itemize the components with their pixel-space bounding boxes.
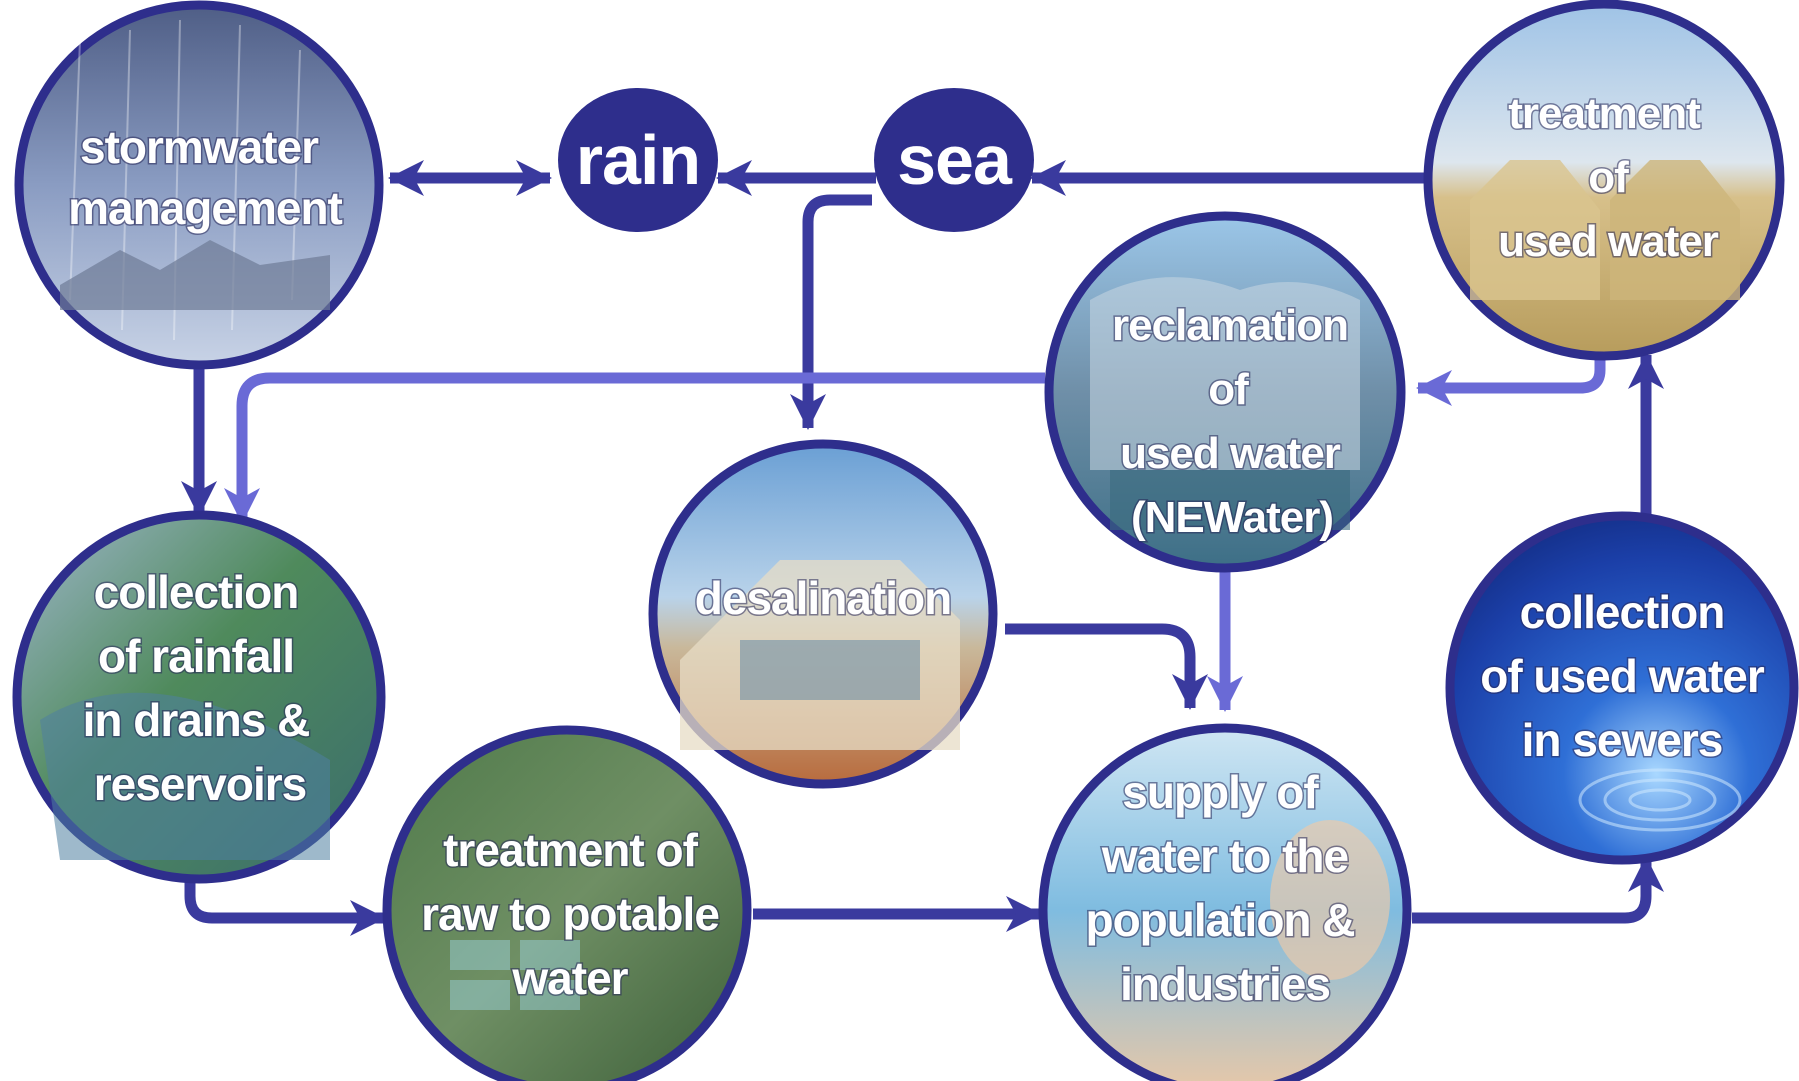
arrow-desalination-supply [1005, 623, 1208, 710]
rain-label: rain [576, 121, 700, 199]
swirl-rings [1578, 768, 1742, 832]
collection-sewers-label-line2: of used water [1480, 650, 1765, 702]
supply-label-line1: supply of [1122, 766, 1319, 818]
node-treatment-used-water: treatment of used water [1423, 0, 1785, 361]
reclamation-label-line1: reclamation [1112, 301, 1348, 350]
reclamation-label-line3: used water [1120, 429, 1341, 478]
collection-sewers-label-line3: in sewers [1522, 714, 1723, 766]
arrows [181, 160, 1664, 936]
node-supply-water: supply of water to the population & indu… [1038, 723, 1412, 1081]
node-stormwater-management: stormwater management [14, 0, 384, 370]
node-desalination: desalination [648, 439, 998, 789]
collection-rainfall-label-line4: reservoirs [94, 758, 307, 810]
node-collection-sewers: collection of used water in sewers [1445, 511, 1799, 865]
reclamation-label-line2: of [1208, 365, 1249, 414]
supply-label-line2: water to the [1101, 830, 1349, 882]
waterworks-tanks [450, 940, 580, 1010]
node-rain: rain [558, 88, 718, 232]
node-sea: sea [874, 88, 1034, 232]
supply-label-line3: population & [1085, 894, 1354, 946]
arrow-reclamation-collection [224, 372, 1045, 524]
desalination-label: desalination [695, 572, 951, 624]
treatment-raw-label-line2: raw to potable [421, 888, 719, 940]
arrow-supply-sewers [1412, 856, 1664, 924]
arrow-treatment-reclamation [1416, 356, 1606, 406]
treatment-used-label-line1: treatment [1508, 89, 1701, 138]
node-reclamation-newater: reclamation of used water (NEWater) [1044, 211, 1406, 573]
treatment-raw-label-line3: water [511, 952, 628, 1004]
sea-label: sea [897, 121, 1013, 199]
water-swirl-photo [1445, 511, 1799, 865]
collection-rainfall-label-line2: of rainfall [98, 630, 294, 682]
arrow-collection-treatmentraw [184, 868, 386, 936]
child-water-photo [1038, 723, 1412, 1081]
reclamation-label-line4: (NEWater) [1131, 493, 1333, 542]
treatment-used-label-line2: of [1588, 153, 1629, 202]
collection-rainfall-label-line3: in drains & [83, 694, 310, 746]
collection-rainfall-label-line1: collection [94, 566, 299, 618]
node-treatment-raw-potable: treatment of raw to potable water [382, 725, 752, 1081]
treatment-raw-label-line1: treatment of [443, 824, 698, 876]
stormwater-label-line2: management [68, 182, 342, 234]
arrow-sea-desalination [790, 194, 872, 430]
treatment-used-label-line3: used water [1498, 217, 1719, 266]
stormwater-label-line1: stormwater [80, 121, 319, 173]
node-collection-rainfall: collection of rainfall in drains & reser… [12, 510, 386, 884]
supply-label-line4: industries [1120, 958, 1330, 1010]
collection-sewers-label-line1: collection [1520, 586, 1725, 638]
